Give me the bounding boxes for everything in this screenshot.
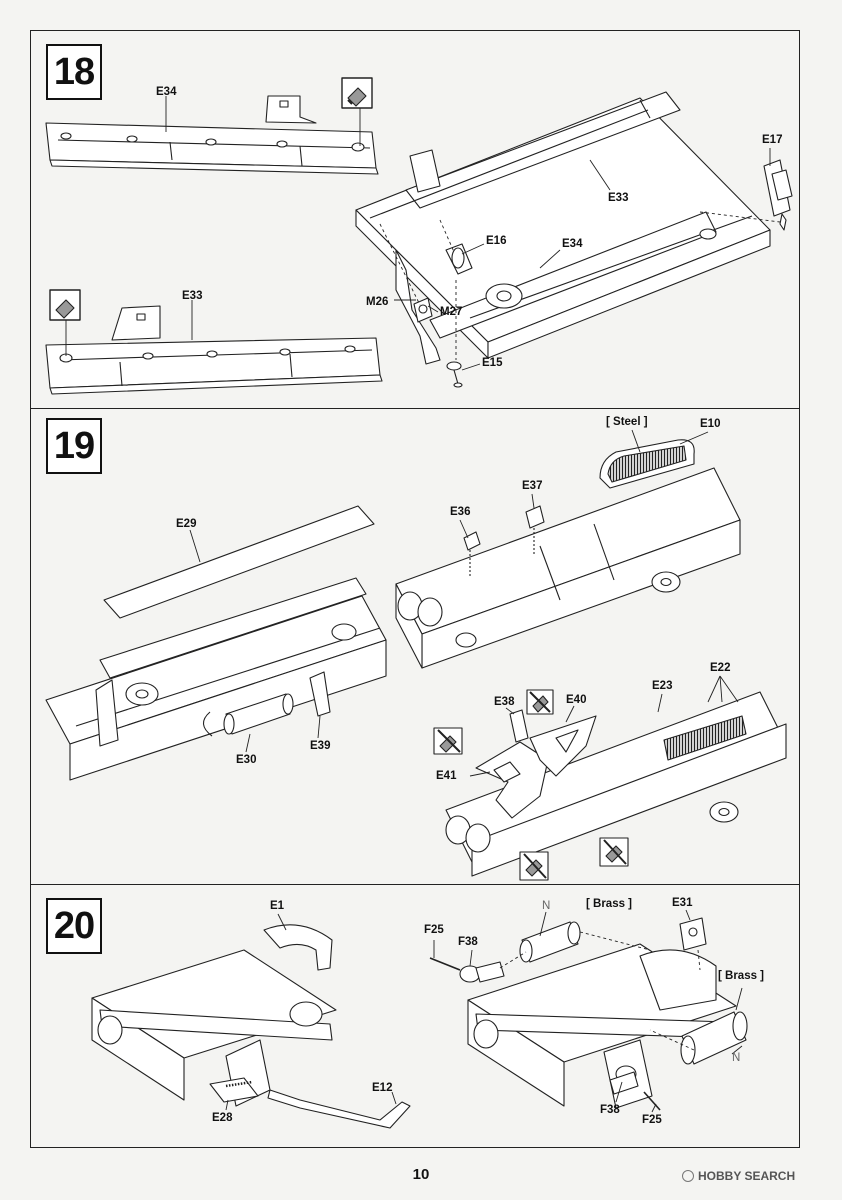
page-number: 10 — [412, 1166, 430, 1183]
label-n-top: N — [542, 900, 551, 912]
label-e23: E23 — [652, 680, 673, 692]
no-glue-icon — [599, 837, 629, 867]
label-e16: E16 — [486, 235, 507, 247]
label-e37: E37 — [522, 480, 543, 492]
part-e22-tread — [663, 715, 747, 761]
part-e15 — [446, 361, 463, 388]
part-m26-m27 — [413, 297, 433, 323]
part-e33-rail — [45, 305, 383, 395]
step-divider-18-19 — [30, 408, 800, 409]
label-steel: [ Steel ] — [606, 416, 648, 428]
part-e30 — [202, 693, 294, 737]
label-m27: M27 — [440, 306, 463, 318]
label-e34: E34 — [562, 238, 583, 250]
label-f25-top: F25 — [424, 924, 444, 936]
no-glue-icon — [519, 851, 549, 881]
part-e39 — [309, 671, 331, 717]
part-chassis-assembly-19-right — [395, 467, 741, 669]
label-e34-left: E34 — [156, 86, 177, 98]
part-chassis-assembly-20-right — [467, 943, 737, 1109]
label-f38-top: F38 — [458, 936, 478, 948]
label-e31: E31 — [672, 897, 693, 909]
part-e31 — [679, 917, 707, 951]
label-f38-bottom: F38 — [600, 1104, 620, 1116]
cement-glue-icon — [49, 289, 81, 321]
step-number-20: 20 — [46, 898, 102, 954]
label-e38: E38 — [494, 696, 515, 708]
part-e28 — [209, 1077, 259, 1103]
label-e33: E33 — [608, 192, 629, 204]
step-divider-19-20 — [30, 884, 800, 885]
label-n-right: N — [732, 1052, 741, 1064]
label-e29: E29 — [176, 518, 197, 530]
label-e30: E30 — [236, 754, 257, 766]
part-f38-f25-top — [429, 957, 505, 983]
hobby-search-logo-icon — [682, 1170, 694, 1182]
label-e28: E28 — [212, 1112, 233, 1124]
label-e33-left: E33 — [182, 290, 203, 302]
part-e12 — [267, 1089, 411, 1129]
label-e17: E17 — [762, 134, 783, 146]
part-e34-rail — [45, 95, 379, 175]
part-e37 — [525, 505, 545, 556]
cement-glue-icon — [341, 77, 373, 109]
label-e40: E40 — [566, 694, 587, 706]
label-e15: E15 — [482, 357, 503, 369]
part-e40 — [529, 715, 597, 777]
step-number-18: 18 — [46, 44, 102, 100]
label-m26: M26 — [366, 296, 389, 308]
label-e1: E1 — [270, 900, 285, 912]
part-e41 — [475, 741, 549, 819]
watermark: HOBBY SEARCH — [682, 1169, 795, 1183]
no-glue-icon — [526, 689, 554, 715]
part-chassis-assembly-18 — [355, 91, 771, 365]
label-f25-bottom: F25 — [642, 1114, 662, 1126]
part-f38-f25-bottom — [609, 1065, 661, 1111]
part-e17 — [763, 159, 793, 231]
no-glue-icon — [433, 727, 463, 755]
part-e36 — [463, 531, 481, 576]
label-e12: E12 — [372, 1082, 393, 1094]
part-chassis-assembly-20-left — [91, 949, 337, 1107]
part-e29-plate — [103, 505, 375, 619]
part-chassis-assembly-19-left — [45, 577, 387, 781]
part-e38 — [509, 709, 529, 743]
label-e10: E10 — [700, 418, 721, 430]
label-e39: E39 — [310, 740, 331, 752]
step-number-19: 19 — [46, 418, 102, 474]
part-e1 — [263, 924, 333, 971]
label-e41: E41 — [436, 770, 457, 782]
label-brass-right: [ Brass ] — [718, 970, 765, 982]
part-e16 — [445, 243, 473, 275]
part-brass-tube-right — [680, 1011, 748, 1065]
label-e22: E22 — [710, 662, 731, 674]
part-e10-tread — [599, 439, 695, 489]
watermark-text: HOBBY SEARCH — [698, 1169, 796, 1183]
part-brass-tube-top — [519, 921, 581, 963]
label-brass-top: [ Brass ] — [586, 898, 633, 910]
label-e36: E36 — [450, 506, 471, 518]
page-frame — [30, 30, 800, 1148]
